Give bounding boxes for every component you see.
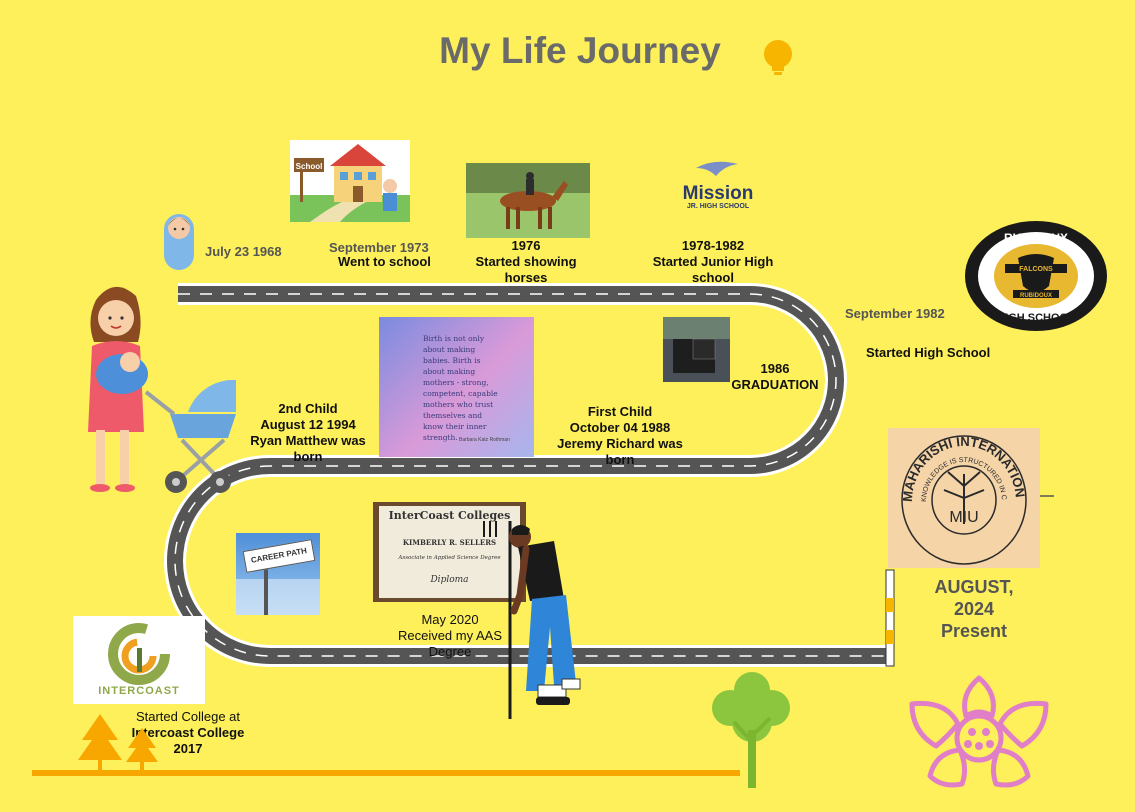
quote-author: Barbara Katz Rothman [459,437,510,443]
lotus-flower-icon [909,675,1049,788]
rubidoux-logo: FALCONS RUBIDOUX RUBIDOUX HIGH SCHOOL [965,221,1107,331]
present-line3: Present [940,621,1008,641]
svg-text:RUBIDOUX: RUBIDOUX [1020,293,1052,299]
school-image: School [290,140,410,222]
school-sign-text: School [296,162,323,171]
birth-date: July 23 1968 [205,244,282,259]
high-school-text: Started High School [866,345,991,360]
career-path-sign: CAREER PATH [242,539,316,573]
green-tree-icon [712,672,790,788]
svg-text:MAHARISHI INTERNATIONAL UNIVER: MAHARISHI INTERNATIONAL UNIVERSITY [888,428,1028,502]
present-line2: 2024 [953,599,995,619]
horses-text: Started showing horses [475,254,577,285]
career-path-image: CAREER PATH [236,533,320,615]
page-title: My Life Journey [439,30,721,71]
high-school-date: September 1982 [845,306,945,321]
first-child-line2: October 04 1988 [569,420,671,435]
second-child-line3: Ryan Matthew was born [250,433,366,464]
second-child-line2: August 12 1994 [260,417,356,432]
pine-trees-icon [78,714,158,772]
svg-text:HIGH SCHOOL: HIGH SCHOOL [997,312,1075,324]
first-child-line3: Jeremy Richard was born [557,436,683,467]
svg-text:FALCONS: FALCONS [1019,266,1053,273]
horses-year: 1976 [511,238,541,253]
degree-date: May 2020 [421,612,479,627]
horse-photo [466,163,590,238]
graduation-photo [663,317,730,382]
quote-image: Birth is not only about making babies. B… [379,317,534,457]
second-child-line1: 2nd Child [278,401,338,416]
svg-text:RUBIDOUX: RUBIDOUX [1004,231,1068,245]
miu-seal: MAHARISHI INTERNATIONAL UNIVERSITY KNOWL… [888,428,1040,568]
college-text3: 2017 [173,741,203,756]
first-child-line1: First Child [587,404,653,419]
junior-high-text: Started Junior High school [652,254,774,285]
quote-text: Birth is not only about making babies. B… [423,334,498,442]
man-illustration [483,521,581,719]
mother-stroller-illustration [88,286,236,493]
junior-high-years: 1978-1982 [681,238,745,253]
mission-logo: Mission JR. HIGH SCHOOL [668,158,768,212]
degree-text: Received my AAS Degree [397,628,503,659]
graduation-text: GRADUATION [731,377,819,392]
intercoast-logo: INTERCOAST [73,616,205,704]
svg-text:MIU: MIU [949,509,978,526]
present-line1: AUGUST, [934,577,1014,597]
lightbulb-icon [764,40,792,75]
graduation-year: 1986 [760,361,790,376]
baby-icon [164,214,194,270]
college-text1: Started College at [135,709,241,724]
svg-text:INTERCOAST: INTERCOAST [98,685,180,697]
college-text2: Intercoast College [131,725,245,740]
school-date: September 1973 [329,240,429,255]
school-text: Went to school [338,254,431,269]
